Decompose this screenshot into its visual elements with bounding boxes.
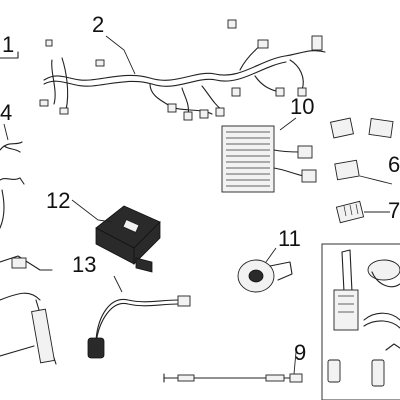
callout-9: 9 [294,340,306,365]
part-7-connector [335,200,365,224]
callout-2: 2 [92,12,104,37]
part-12-control-module [95,205,161,273]
callout-11: 11 [278,226,301,251]
leader-6 [359,175,393,185]
leader-11 [265,247,277,263]
callout-10: 10 [290,94,314,119]
part-10-regulator-rectifier [221,125,317,193]
part-6-relays [330,117,394,181]
callout-4: 4 [0,100,12,125]
leader-9 [293,351,297,375]
leader-2 [105,35,136,75]
part-1-bracket [0,51,19,59]
callout-6: 6 [388,152,400,177]
leader-12 [71,199,113,223]
leader-4 [3,123,9,141]
part-13-sensor-cable [87,295,191,359]
part-lower-left-cable-assembly [0,255,57,365]
ignition-switch-kit-group [321,243,400,400]
callout-12: 12 [46,188,70,213]
callout-7: 7 [388,198,400,223]
callout-13: 13 [72,252,96,277]
leader-13 [113,275,123,293]
callout-1: 1 [2,32,14,57]
leader-10 [279,117,297,131]
part-9-control-cable [163,373,303,383]
part-4-sensor-cable [0,141,25,229]
part-2-wiring-harness [39,19,326,121]
part-11-horn [237,259,293,293]
